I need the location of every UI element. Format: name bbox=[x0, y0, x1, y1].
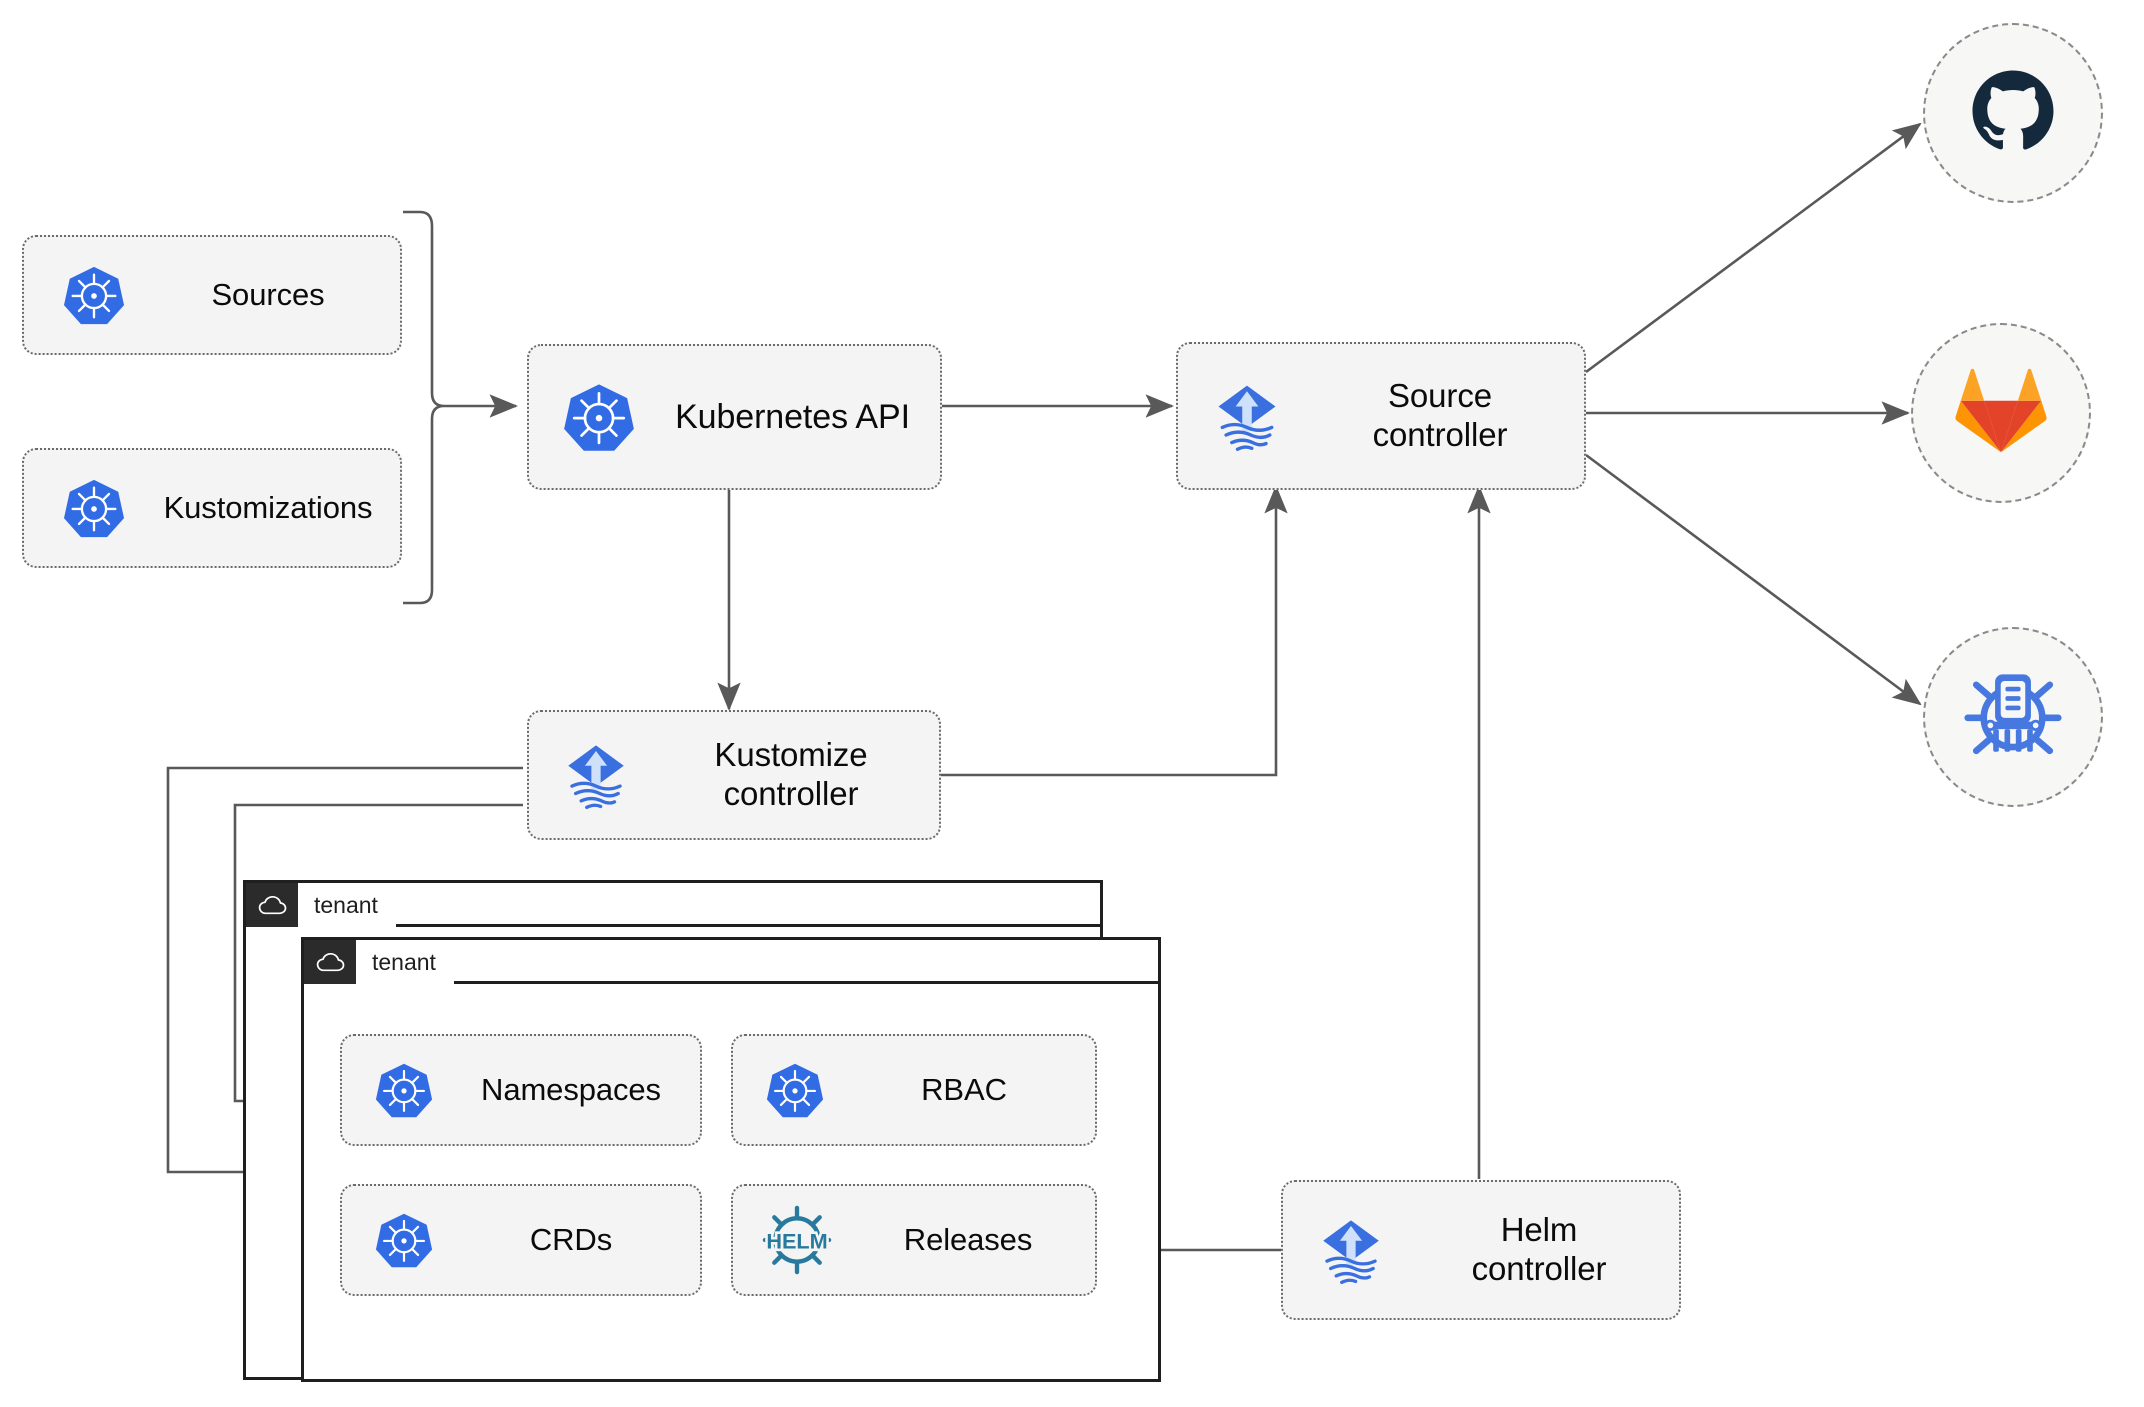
gitlab-icon bbox=[1954, 367, 2048, 460]
cloud-icon bbox=[246, 883, 298, 927]
node-label: Kustomize controller bbox=[649, 736, 939, 814]
tenant-label: tenant bbox=[298, 883, 396, 927]
node-label: Sources bbox=[211, 276, 325, 312]
edge-sourcectl-github bbox=[1585, 122, 1922, 374]
svg-text:HELM: HELM bbox=[766, 1229, 827, 1254]
flux-icon bbox=[1192, 378, 1302, 454]
tenant-container-front: tenant bbox=[301, 937, 1161, 1382]
kubernetes-icon bbox=[46, 477, 142, 539]
node-releases[interactable]: HELM Releases bbox=[731, 1184, 1097, 1296]
tenant-header: tenant bbox=[304, 940, 454, 984]
node-label-line2: controller bbox=[1471, 1250, 1607, 1287]
node-kustomizations[interactable]: Kustomizations bbox=[22, 448, 402, 568]
node-kubernetes-api[interactable]: Kubernetes API bbox=[527, 344, 942, 490]
kubernetes-icon bbox=[751, 1061, 839, 1119]
flux-icon bbox=[543, 738, 649, 812]
node-kustomize-controller[interactable]: Kustomize controller bbox=[527, 710, 941, 840]
edge-inputs-bracket bbox=[403, 210, 445, 605]
node-label: Kubernetes API bbox=[675, 397, 910, 436]
node-sources[interactable]: Sources bbox=[22, 235, 402, 355]
node-namespaces[interactable]: Namespaces bbox=[340, 1034, 702, 1146]
node-label-line1: Kustomize bbox=[714, 736, 868, 774]
node-label-line1: Source bbox=[1388, 377, 1492, 415]
helm-repository-icon bbox=[1961, 665, 2065, 770]
tenant-label: tenant bbox=[356, 940, 454, 984]
flux-icon bbox=[1297, 1213, 1405, 1287]
tenant-header: tenant bbox=[246, 883, 396, 927]
kubernetes-icon bbox=[360, 1211, 448, 1269]
node-label: Namespaces bbox=[481, 1071, 661, 1107]
node-label-line1: Helm bbox=[1500, 1211, 1578, 1249]
node-label: Source controller bbox=[1302, 377, 1584, 455]
node-label: CRDs bbox=[529, 1221, 613, 1257]
node-helm-controller[interactable]: Helm controller bbox=[1281, 1180, 1681, 1320]
github-icon bbox=[1967, 65, 2059, 162]
kubernetes-icon bbox=[46, 264, 142, 326]
kubernetes-icon bbox=[547, 381, 651, 453]
node-label: Helm controller bbox=[1405, 1211, 1679, 1289]
edge-kustomizectl-sourcectl bbox=[941, 484, 1288, 777]
node-label: Kustomizations bbox=[163, 489, 373, 525]
endpoint-github[interactable] bbox=[1923, 23, 2103, 203]
edge-sourcectl-helmrepo bbox=[1585, 453, 1922, 706]
node-crds[interactable]: CRDs bbox=[340, 1184, 702, 1296]
node-rbac[interactable]: RBAC bbox=[731, 1034, 1097, 1146]
node-source-controller[interactable]: Source controller bbox=[1176, 342, 1586, 490]
node-label: Releases bbox=[903, 1221, 1033, 1257]
helm-icon: HELM bbox=[747, 1205, 847, 1275]
endpoint-gitlab[interactable] bbox=[1911, 323, 2091, 503]
node-label: RBAC bbox=[921, 1071, 1007, 1107]
node-label-line2: controller bbox=[1372, 416, 1508, 453]
node-label-line2: controller bbox=[723, 775, 859, 812]
endpoint-helm-repository[interactable] bbox=[1923, 627, 2103, 807]
kubernetes-icon bbox=[360, 1061, 448, 1119]
cloud-icon bbox=[304, 940, 356, 984]
